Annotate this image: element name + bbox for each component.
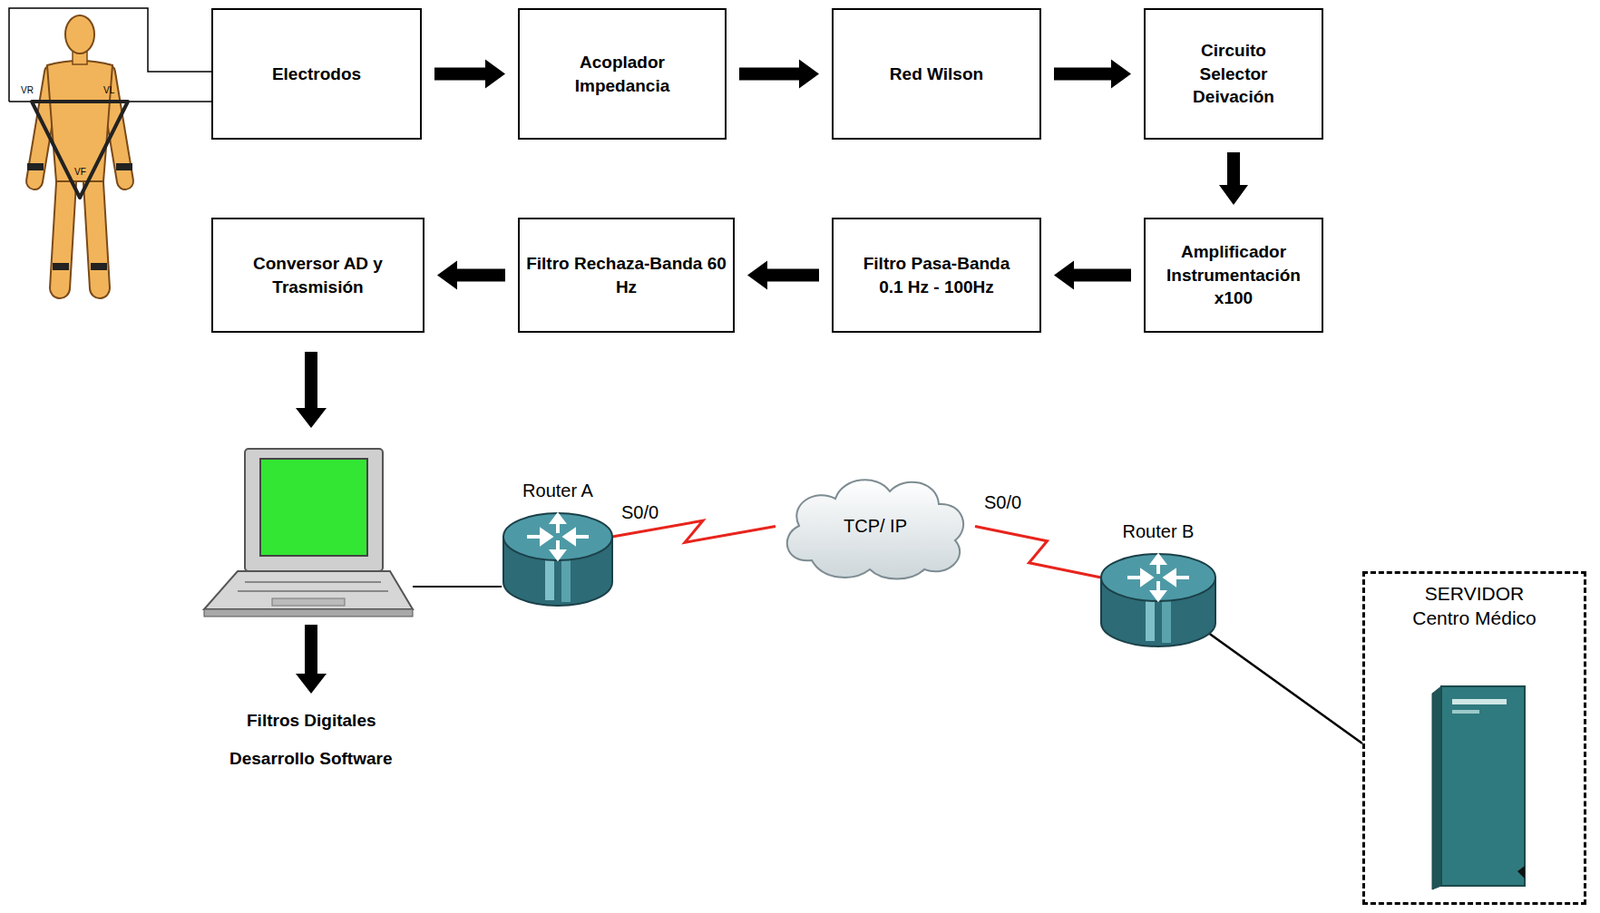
flow-arrow — [434, 59, 506, 89]
box-label: Amplificador Instrumentación x100 — [1155, 240, 1312, 311]
lead-label: VL — [103, 85, 115, 96]
process-box: Amplificador Instrumentación x100 — [1143, 217, 1324, 333]
flow-arrow — [747, 261, 820, 291]
serial-link — [612, 520, 776, 543]
box-label: Electrodos — [272, 62, 361, 87]
box-label: Circuito Selector Deivación — [1182, 39, 1285, 109]
serial-link — [975, 526, 1102, 579]
interface-label: S0/0 — [982, 492, 1024, 514]
process-box: Filtro Rechaza-Banda 60 Hz — [517, 217, 735, 333]
electrode-wire — [9, 100, 32, 103]
network-label: TCP/ IP — [843, 516, 908, 537]
network-cloud: TCP/ IP — [775, 469, 976, 584]
box-label: Acoplador Impedancia — [561, 50, 684, 98]
router-icon — [1099, 550, 1218, 651]
lead-label: VR — [20, 85, 34, 96]
process-box: Red Wilson — [831, 8, 1042, 140]
server-area: SERVIDOR Centro Médico — [1362, 571, 1587, 906]
flow-arrow — [1053, 261, 1132, 291]
flow-arrow — [437, 261, 506, 291]
network-cable — [412, 585, 502, 588]
interface-label: S0/0 — [619, 502, 661, 524]
human-figure — [27, 15, 133, 289]
electrode-wire — [127, 100, 212, 103]
process-box: Circuito Selector Deivación — [1143, 8, 1324, 140]
router-node: Router B — [1099, 521, 1218, 651]
server-label: SERVIDOR Centro Médico — [1406, 581, 1543, 632]
router-icon — [501, 509, 615, 610]
server-icon — [1430, 684, 1531, 892]
flow-arrow — [1219, 152, 1249, 205]
lead-label: VF — [74, 166, 87, 177]
process-box: Electrodos — [211, 8, 422, 140]
router-label: Router B — [1063, 521, 1254, 543]
process-box: Filtro Pasa-Banda 0.1 Hz - 100Hz — [831, 217, 1042, 333]
flow-arrow — [1053, 59, 1132, 89]
box-label: Filtro Pasa-Banda 0.1 Hz - 100Hz — [851, 252, 1023, 299]
flow-arrow — [295, 351, 327, 429]
network-cable — [1204, 630, 1363, 744]
note-text: Filtros Digitales — [246, 711, 377, 732]
router-node: Router A — [501, 480, 615, 610]
process-box: Acoplador Impedancia — [517, 8, 727, 140]
router-label: Router A — [465, 480, 651, 502]
box-label: Red Wilson — [889, 62, 984, 87]
electrode-wire — [9, 8, 212, 102]
flow-arrow — [739, 59, 820, 89]
box-label: Conversor AD y Trasmisión — [252, 252, 385, 299]
flow-arrow — [295, 624, 327, 694]
note-text: Desarrollo Software — [229, 749, 393, 770]
box-label: Filtro Rechaza-Banda 60 Hz — [525, 252, 728, 299]
laptop-icon — [204, 448, 413, 617]
process-box: Conversor AD y Trasmisión — [211, 217, 425, 333]
